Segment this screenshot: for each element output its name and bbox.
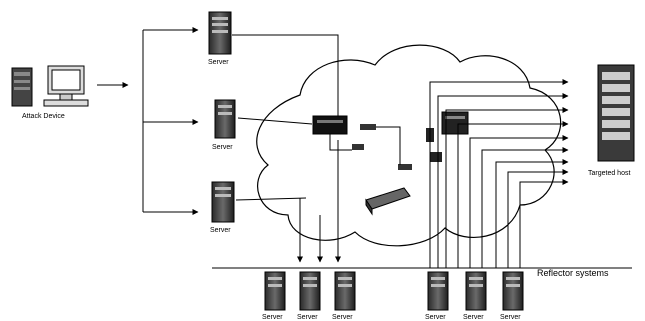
- network-cloud: [257, 45, 561, 246]
- server-middle: [215, 100, 235, 138]
- targeted-host: [598, 65, 634, 161]
- reflector-server: [466, 272, 486, 310]
- reflector-server-label: Server: [297, 314, 318, 321]
- reflector-server-label: Server: [332, 314, 353, 321]
- reflector-label: Reflector systems: [537, 268, 609, 278]
- reflector-server-label: Server: [463, 314, 484, 321]
- attack-device-label: Attack Device: [22, 113, 65, 120]
- reflector-server: [265, 272, 285, 310]
- reflector-server: [335, 272, 355, 310]
- reflector-server: [428, 272, 448, 310]
- server-low: [212, 182, 234, 222]
- server-middle-label: Server: [212, 144, 233, 151]
- targeted-host-label: Targeted host: [588, 170, 630, 177]
- server-top: [209, 12, 231, 54]
- cloud-router-left: [313, 116, 347, 134]
- reflector-server: [300, 272, 320, 310]
- reflector-server-label: Server: [500, 314, 521, 321]
- reflector-server-label: Server: [425, 314, 446, 321]
- server-top-label: Server: [208, 59, 229, 66]
- reflector-server-label: Server: [262, 314, 283, 321]
- reflector-server: [503, 272, 523, 310]
- server-low-label: Server: [210, 227, 231, 234]
- attack-device: [12, 66, 88, 106]
